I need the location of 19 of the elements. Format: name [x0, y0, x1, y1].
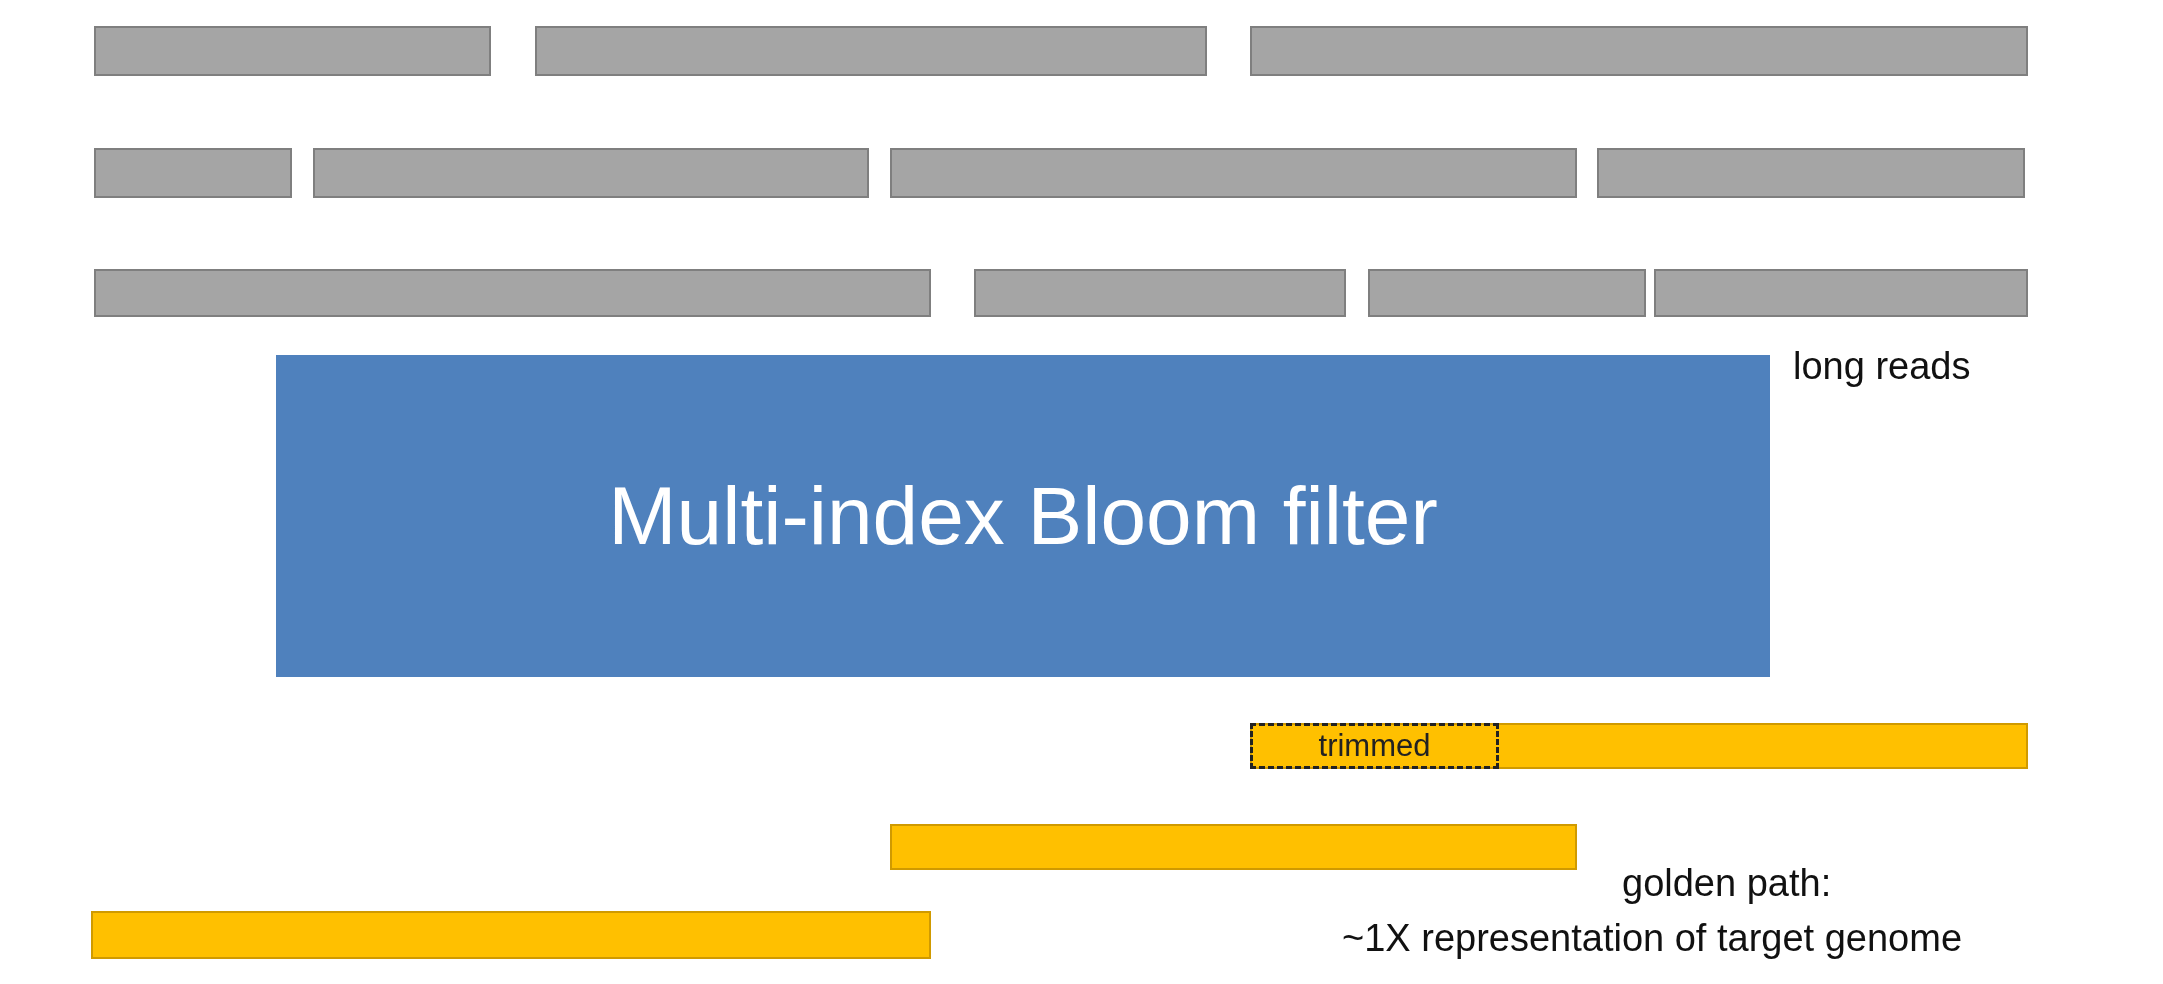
long-read-bar: [94, 269, 931, 317]
annotation-text: ~1X representation of target genome: [1342, 917, 1963, 960]
long-read-bar: [94, 148, 292, 198]
long-read-bar: [94, 26, 491, 76]
bloom-filter-box: Multi-index Bloom filter: [276, 355, 1770, 677]
long-read-bar: [890, 148, 1577, 198]
long-read-bar: [1250, 26, 2028, 76]
long-read-bar: [535, 26, 1207, 76]
golden-path-read-bar: [890, 824, 1577, 870]
golden-path-read-bar: [1250, 723, 2028, 769]
golden-path-read-bar: [91, 911, 931, 959]
long-read-bar: [1597, 148, 2025, 198]
trimmed-region-box: trimmed: [1250, 723, 1499, 769]
long-read-bar: [974, 269, 1346, 317]
annotation-text: golden path:: [1622, 862, 1832, 905]
long-read-bar: [1368, 269, 1646, 317]
long-read-bar: [1654, 269, 2028, 317]
long-read-bar: [313, 148, 869, 198]
series-label: long reads: [1793, 345, 1971, 388]
